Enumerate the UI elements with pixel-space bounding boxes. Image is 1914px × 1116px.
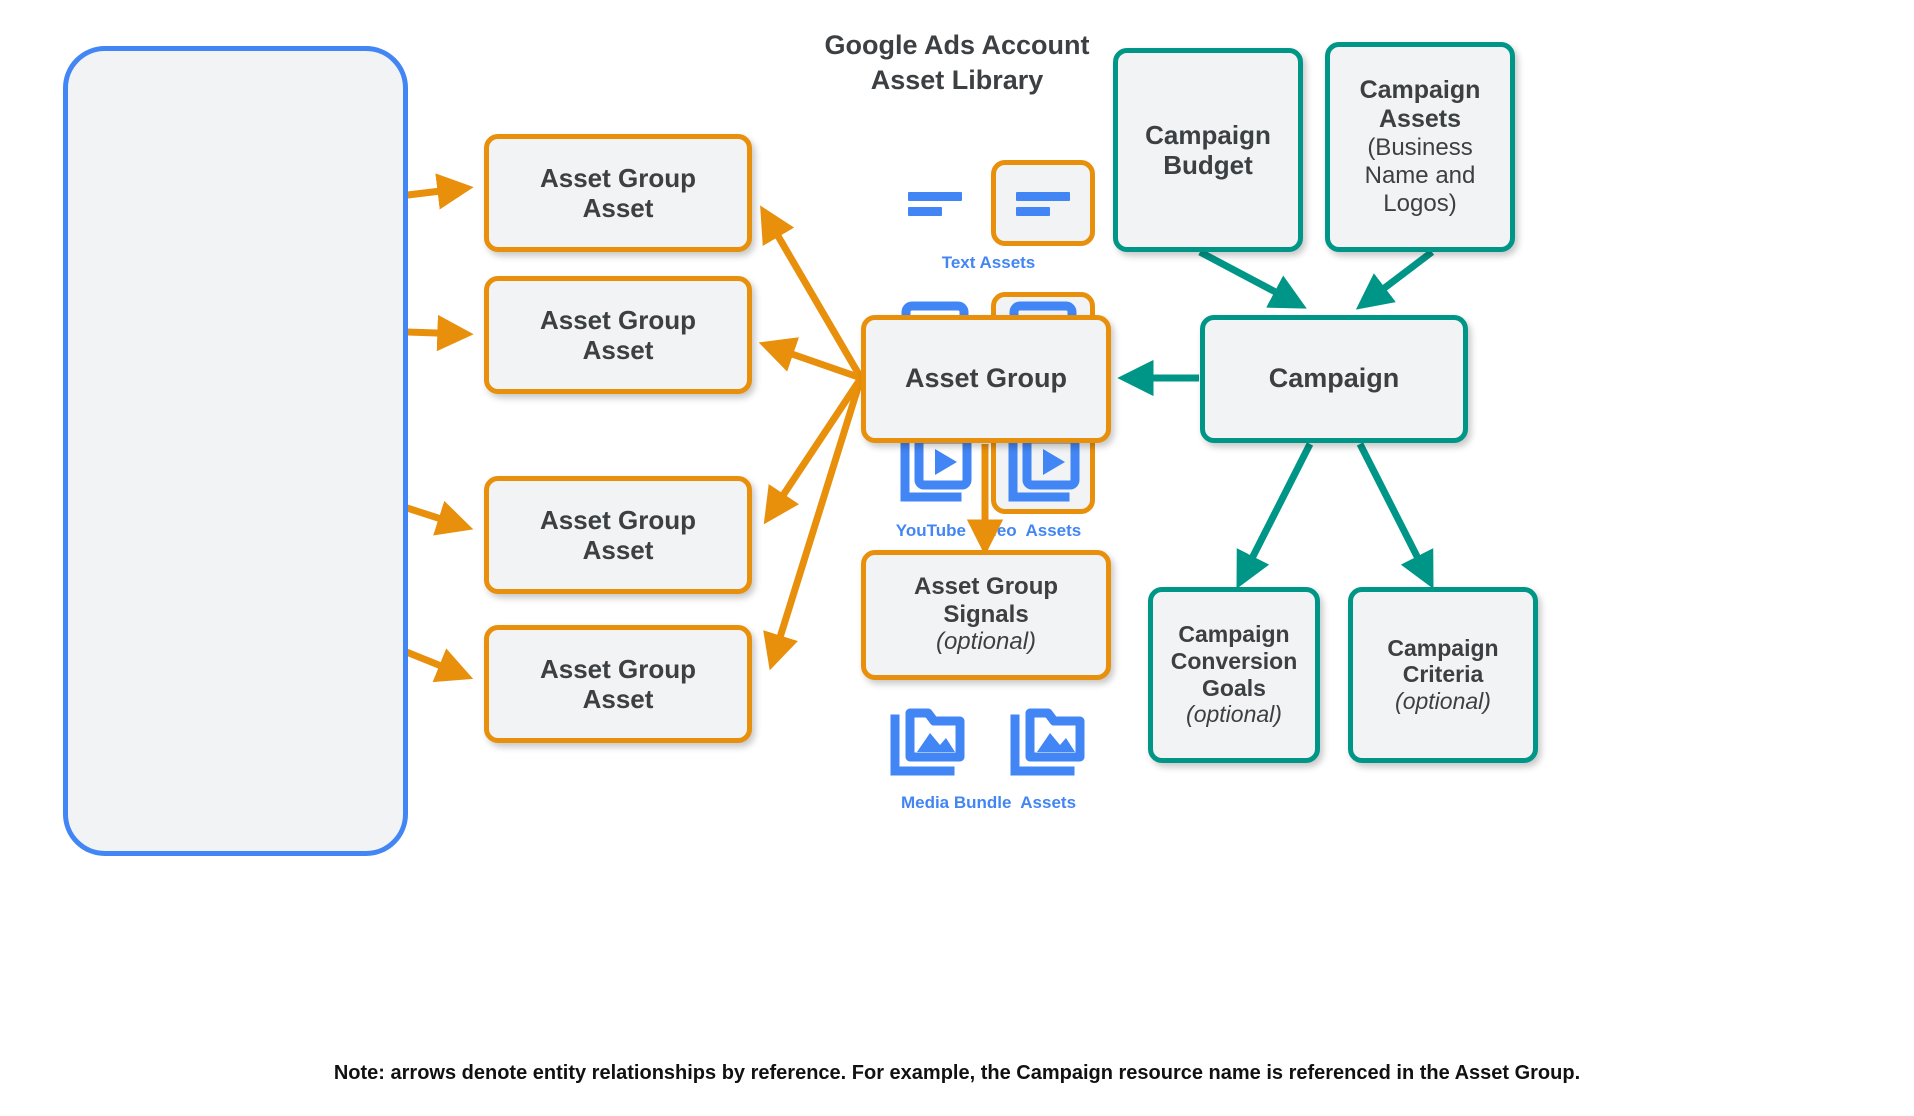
campaign-criteria-node[interactable]: Campaign Criteria (optional) <box>1348 587 1538 763</box>
asset-group-asset-line2: Asset <box>582 193 654 223</box>
media-bundle-icon-2 <box>997 700 1101 786</box>
criteria-line2: Criteria <box>1402 661 1484 688</box>
campaign-assets-sub3: Logos) <box>1383 189 1457 217</box>
asset-group-signals-node[interactable]: Asset Group Signals (optional) <box>861 550 1111 680</box>
asset-group-asset-node-4[interactable]: Asset Group Asset <box>484 625 752 743</box>
text-asset-icon <box>883 160 987 246</box>
campaign-node[interactable]: Campaign <box>1200 315 1468 443</box>
asset-group-asset-line2: Asset <box>582 535 654 565</box>
asset-group-asset-line2: Asset <box>582 335 654 365</box>
asset-library-title: Google Ads Account Asset Library <box>824 30 1090 95</box>
asset-group-asset-line1: Asset Group <box>539 162 697 193</box>
signals-line2: Signals <box>943 600 1029 628</box>
asset-row-text: Text Assets <box>0 160 1914 273</box>
asset-group-asset-node-3[interactable]: Asset Group Asset <box>484 476 752 594</box>
ccg-optional: (optional) <box>1186 701 1282 728</box>
asset-group-asset-line2: Asset <box>582 684 654 714</box>
diagram-note: Note: arrows denote entity relationships… <box>333 1062 1581 1084</box>
campaign-label: Campaign <box>1268 363 1400 394</box>
media-bundle-icon <box>877 700 981 786</box>
campaign-assets-line2: Assets <box>1379 105 1461 134</box>
asset-row-media-bundle: Media Bundle Assets <box>0 700 1914 813</box>
asset-group-asset-line1: Asset Group <box>539 304 697 335</box>
asset-group-asset-node-1[interactable]: Asset Group Asset <box>484 134 752 252</box>
campaign-assets-node[interactable]: Campaign Assets (Business Name and Logos… <box>1325 42 1515 252</box>
budget-line2: Budget <box>1163 150 1253 180</box>
asset-group-asset-line1: Asset Group <box>539 504 697 535</box>
signals-line1: Asset Group <box>913 572 1059 600</box>
budget-line1: Campaign <box>1145 119 1271 150</box>
asset-group-asset-line1: Asset Group <box>539 653 697 684</box>
asset-group-label: Asset Group <box>904 363 1068 394</box>
asset-library-panel <box>63 46 408 856</box>
campaign-conversion-goals-node[interactable]: Campaign Conversion Goals (optional) <box>1148 587 1320 763</box>
campaign-assets-sub2: Name and <box>1364 162 1476 190</box>
asset-label-media-bundle: Media Bundle Assets <box>900 793 1077 812</box>
asset-group-asset-node-2[interactable]: Asset Group Asset <box>484 276 752 394</box>
campaign-assets-sub1: (Business <box>1367 134 1473 162</box>
text-asset-icon-selected[interactable] <box>990 160 1095 246</box>
ccg-line1: Campaign <box>1178 621 1290 648</box>
ccg-line2: Conversion <box>1170 647 1298 674</box>
signals-optional: (optional) <box>935 628 1037 656</box>
criteria-optional: (optional) <box>1395 687 1491 714</box>
campaign-budget-node[interactable]: Campaign Budget <box>1113 48 1303 252</box>
asset-label-text: Text Assets <box>941 253 1036 272</box>
asset-group-node[interactable]: Asset Group <box>861 315 1111 443</box>
campaign-assets-line1: Campaign <box>1359 76 1481 105</box>
asset-label-video: YouTube Video Assets <box>895 521 1082 540</box>
ccg-line3: Goals <box>1202 674 1266 701</box>
criteria-line1: Campaign <box>1387 634 1499 661</box>
